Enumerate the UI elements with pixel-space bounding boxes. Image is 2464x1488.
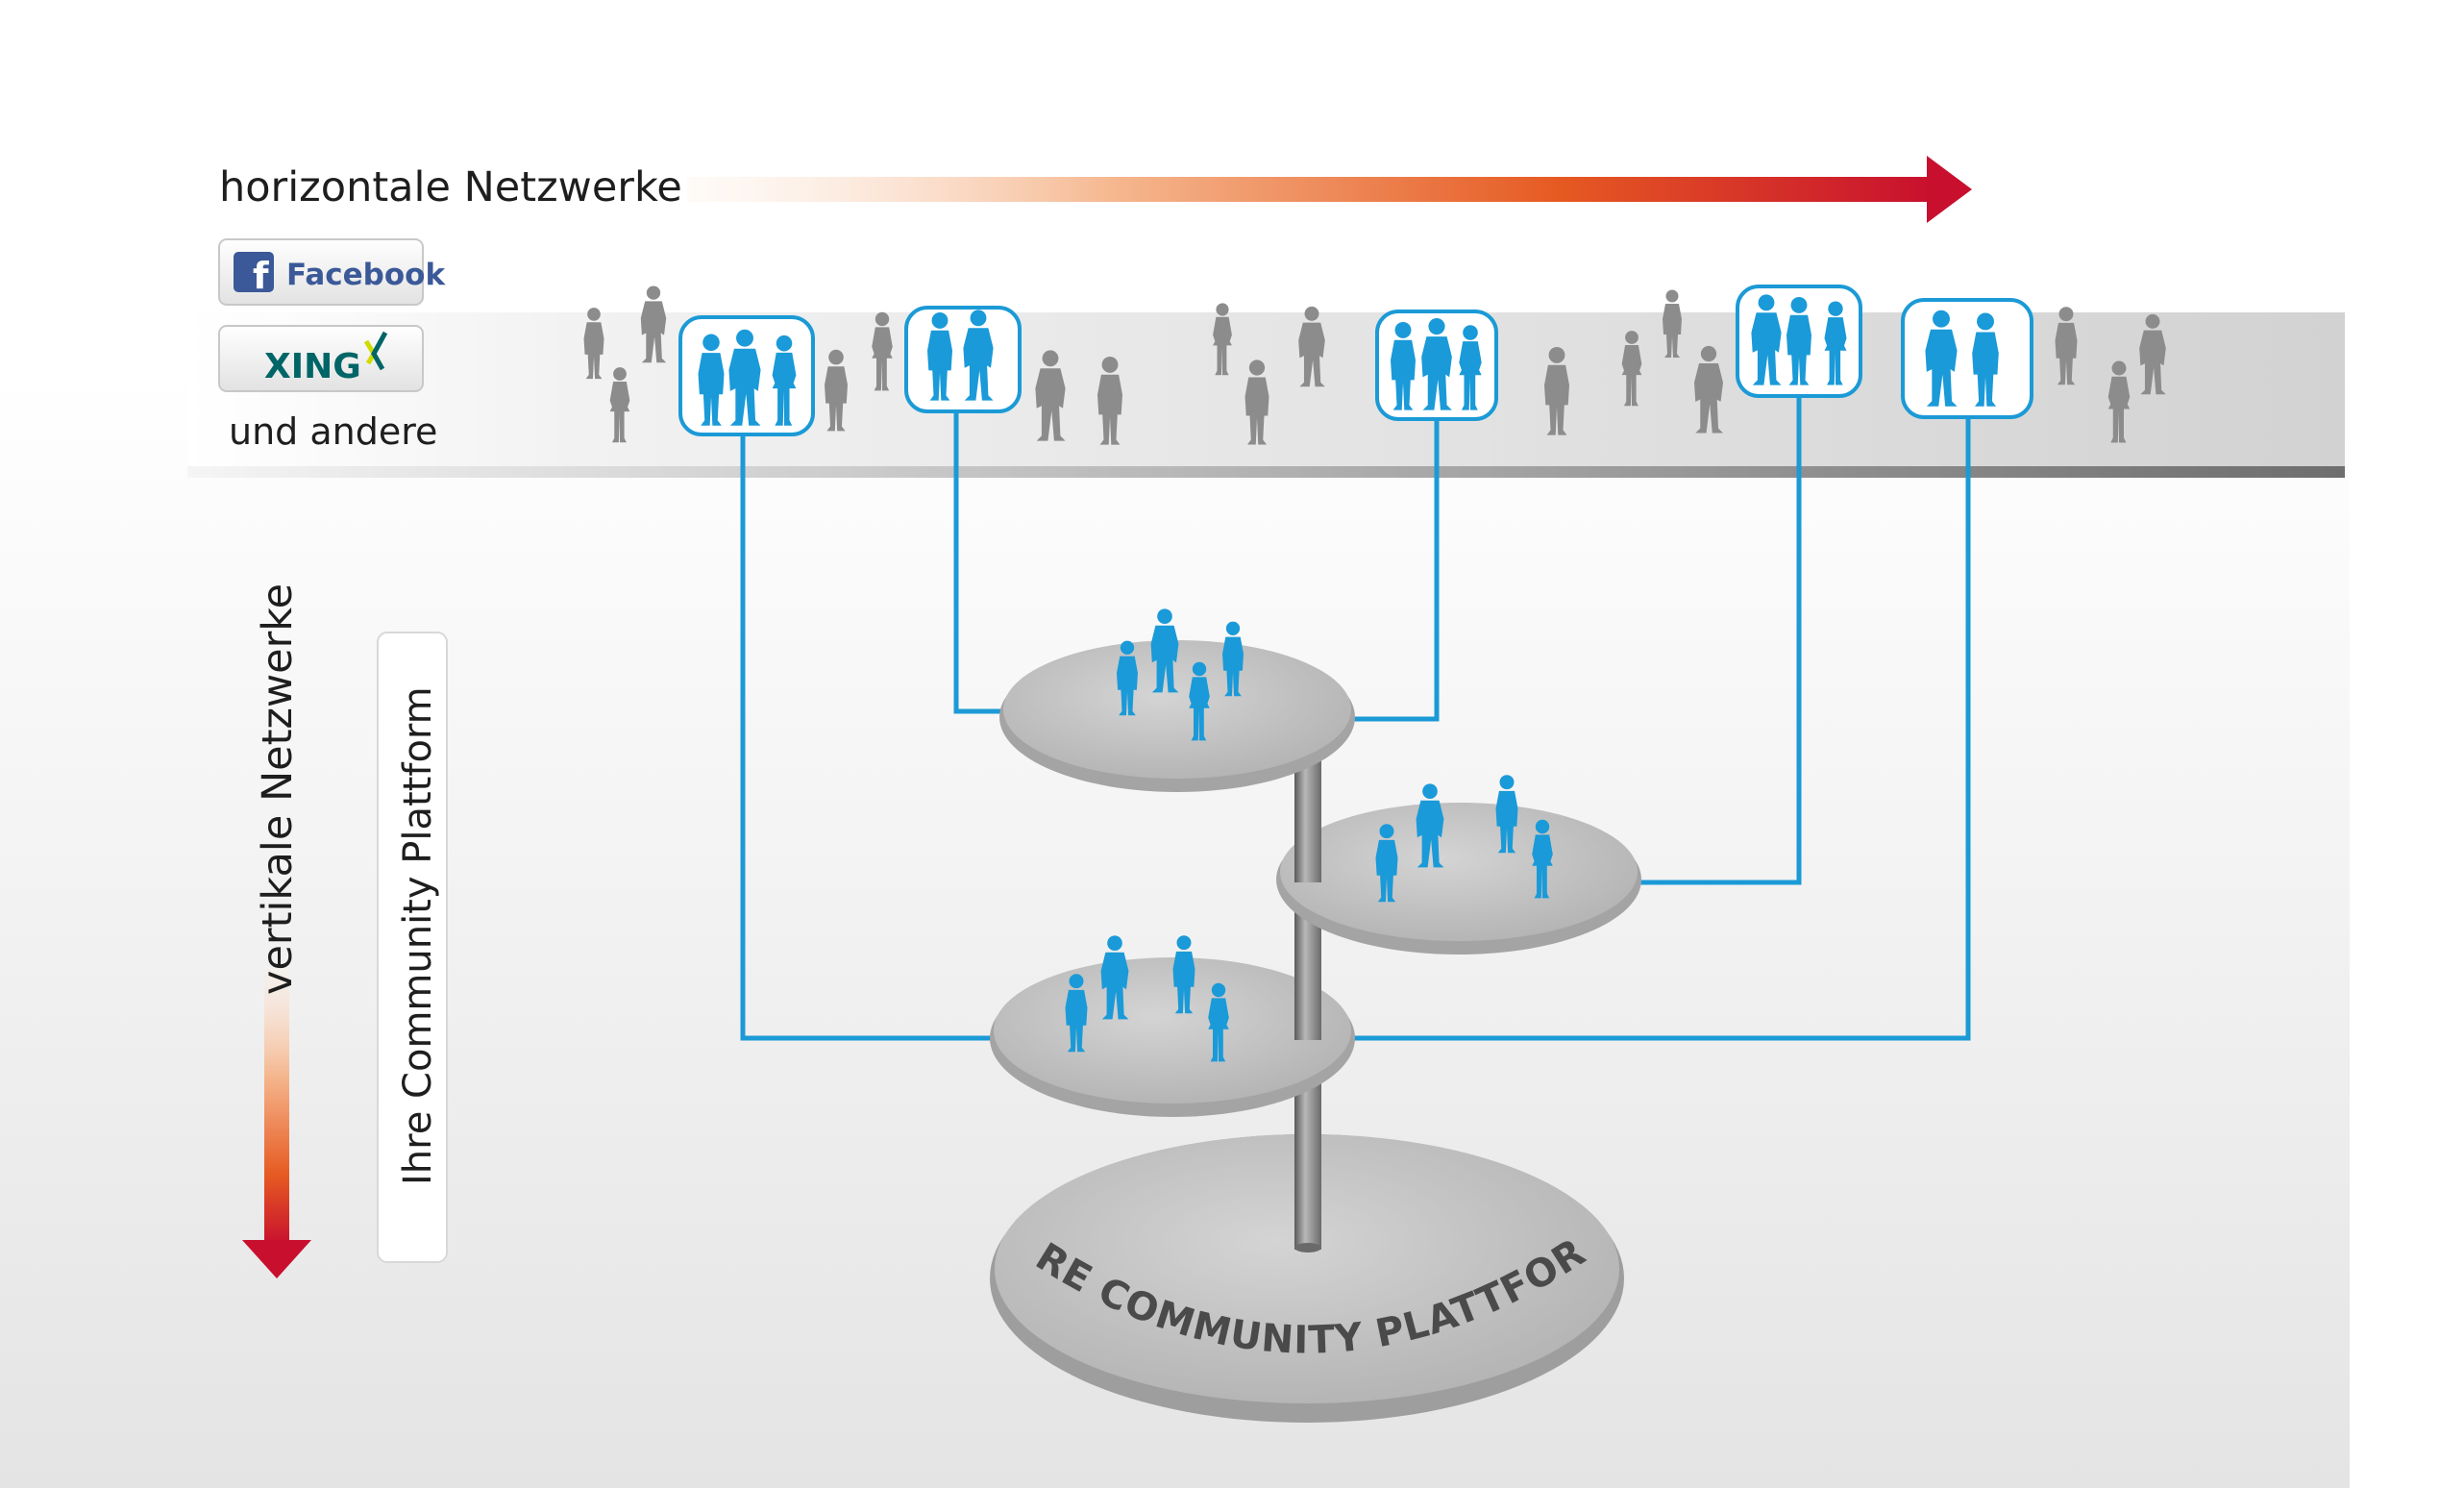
highlight-group-1 — [678, 315, 815, 436]
connector-3 — [1350, 415, 1440, 722]
highlight-group-2 — [904, 306, 1022, 413]
xing-icon — [363, 331, 388, 371]
highlight-group-4 — [1736, 285, 1862, 398]
connector-5 — [1345, 415, 1971, 1041]
highlight-group-5 — [1901, 298, 2033, 419]
facebook-badge: f Facebook — [218, 238, 446, 306]
highlight-group-3 — [1375, 310, 1498, 421]
base-platform — [995, 1134, 1619, 1403]
platform-disc-middle — [1280, 803, 1638, 941]
horizontal-networks-label: horizontale Netzwerke — [219, 163, 682, 211]
vertical-networks-label: vertikale Netzwerke — [254, 583, 302, 995]
connector-lines — [740, 391, 1971, 1041]
horizontal-arrow — [687, 156, 1972, 223]
platform-disc-upper — [1003, 640, 1351, 779]
xing-label: XING — [264, 347, 361, 386]
community-platform-box-label: Ihre Community Plattform — [396, 686, 440, 1185]
connector-4 — [1634, 391, 1802, 885]
connector-1 — [740, 431, 995, 1041]
vertical-arrow — [242, 966, 311, 1278]
xing-badge: XING — [218, 325, 424, 392]
facebook-label: Facebook — [286, 258, 446, 292]
other-networks-label: und andere — [229, 410, 437, 453]
facebook-f-icon — [234, 252, 274, 292]
svg-text:f: f — [253, 255, 269, 297]
community-platform-box — [377, 632, 448, 1263]
connector-2 — [953, 411, 1009, 714]
